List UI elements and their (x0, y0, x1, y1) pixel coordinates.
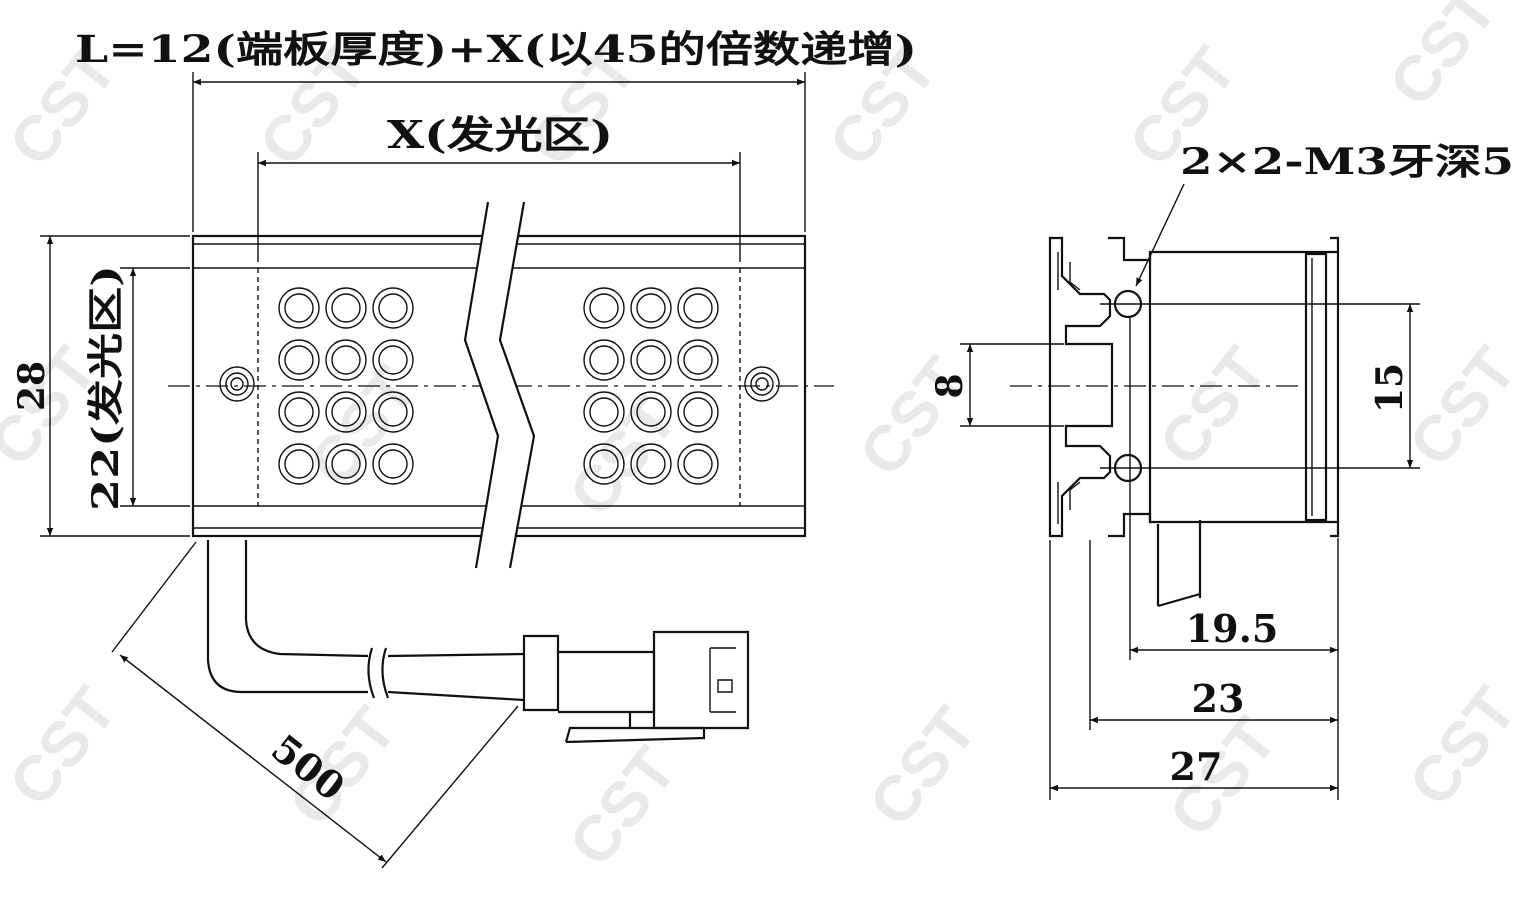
side-cable (1156, 520, 1202, 608)
height-label: 28 (11, 361, 53, 411)
watermark-text: CST (855, 694, 991, 839)
led-left (325, 339, 367, 381)
dim-total-length: L=12(端板厚度)+X(以45的倍数递增) (75, 27, 917, 232)
watermark-text: CST (295, 354, 431, 499)
thread-label: 2×2-M3牙深5 (1180, 141, 1514, 183)
led-right (677, 339, 719, 381)
led-right (630, 443, 672, 485)
thread-hole-bottom (1100, 453, 1420, 483)
led-left (325, 287, 367, 329)
cable-break-2 (381, 647, 390, 699)
dim-hole-spacing: 15 (1369, 304, 1414, 468)
left-screw (219, 366, 255, 402)
watermark-text: CST (1395, 334, 1524, 479)
led-right (677, 443, 719, 485)
depth-1-label: 19.5 (1186, 606, 1279, 651)
watermark-text: CST (0, 674, 130, 819)
led-right (583, 443, 625, 485)
led-left (325, 391, 367, 433)
cable-outer (206, 540, 368, 694)
led-grid-right (583, 287, 719, 485)
cable-inner (244, 540, 369, 658)
watermark-text: CST (1375, 0, 1511, 119)
emitting-length-label: X(发光区) (387, 112, 613, 157)
led-right (630, 339, 672, 381)
dim-depth-3: 27 (1049, 540, 1338, 800)
depth-3-label: 27 (1170, 744, 1223, 789)
thread-callout: 2×2-M3牙深5 (1135, 141, 1514, 287)
break-line-right (498, 201, 536, 569)
profile-tab-top (1069, 262, 1081, 291)
profile-outline (1048, 236, 1114, 538)
side-view: 2×2-M3牙深5 8 15 19.5 23 (929, 141, 1514, 800)
depth-2-label: 23 (1192, 676, 1245, 721)
led-right (583, 339, 625, 381)
profile-bottom-flange (1108, 512, 1340, 538)
dim-depth-2: 23 (1089, 540, 1338, 730)
slot-width-label: 8 (929, 373, 971, 398)
led-right (677, 287, 719, 329)
dim-height: 28 (11, 235, 190, 537)
connector-plug (522, 630, 750, 744)
led-left (372, 287, 414, 329)
dim-emitting-height: 22(发光区) (85, 265, 190, 511)
led-right (630, 391, 672, 433)
break-gap-fill (465, 202, 534, 568)
watermark-text: CST (555, 734, 691, 879)
led-left (278, 443, 320, 485)
emitting-height-label: 22(发光区) (85, 265, 127, 511)
led-right (677, 391, 719, 433)
led-right (630, 287, 672, 329)
total-length-label: L=12(端板厚度)+X(以45的倍数递增) (75, 27, 917, 71)
watermark-text: CST (845, 344, 981, 489)
cable-continue-bottom (387, 690, 525, 702)
watermark-text: CST (1145, 334, 1281, 479)
led-grid-left (278, 287, 414, 485)
break-line-left (463, 201, 500, 569)
right-screw (744, 366, 780, 402)
cable-break-1 (367, 647, 376, 699)
thread-hole-top (1100, 289, 1420, 319)
watermark-text: CST (1395, 674, 1524, 819)
led-left (325, 443, 367, 485)
lens-cover (1304, 252, 1328, 522)
profile-tab-bottom (1069, 481, 1081, 510)
profile-top-flange (1108, 236, 1340, 262)
front-view: L=12(端板厚度)+X(以45的倍数递增) X(发光区) 28 22(发光区) (11, 27, 917, 869)
led-left (278, 339, 320, 381)
led-left (372, 339, 414, 381)
dim-slot-width: 8 (929, 343, 1064, 427)
led-left (372, 443, 414, 485)
cable-continue-top (387, 652, 525, 658)
dim-emitting-length: X(发光区) (257, 112, 741, 262)
led-right (583, 391, 625, 433)
dim-depth-1: 19.5 (1129, 318, 1339, 800)
led-left (278, 287, 320, 329)
led-left (278, 391, 320, 433)
hole-spacing-label: 15 (1369, 363, 1411, 413)
led-right (583, 287, 625, 329)
led-left (372, 391, 414, 433)
